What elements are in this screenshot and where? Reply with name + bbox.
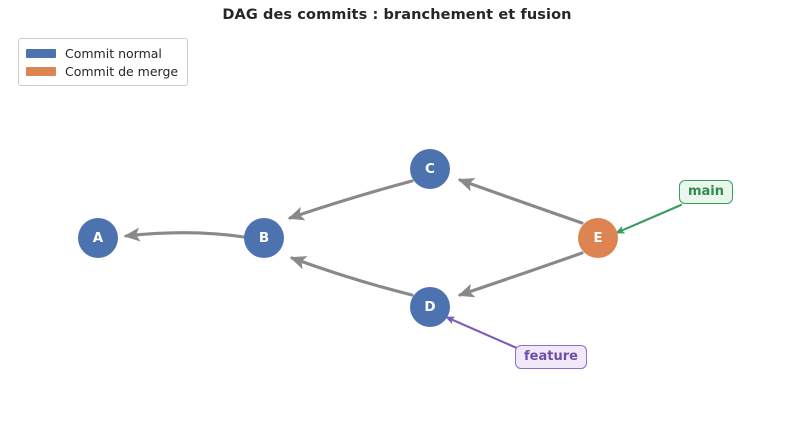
legend-swatch-commit-normal	[26, 48, 56, 58]
legend-swatch-commit-merge	[26, 66, 56, 76]
legend-item-commit-normal: Commit normal	[26, 44, 178, 62]
branch-pointer-main	[614, 203, 683, 235]
commit-node-c-label: C	[425, 161, 435, 177]
commit-node-a[interactable]: A	[78, 218, 118, 258]
edge-b-to-a	[123, 227, 246, 242]
page-title: DAG des commits : branchement et fusion	[222, 7, 572, 23]
branch-label-feature-text: feature	[524, 349, 578, 364]
commit-node-b-label: B	[258, 230, 270, 246]
commit-node-a-label: A	[92, 230, 104, 246]
edge-e-to-d	[457, 251, 584, 298]
edge-d-to-b	[289, 256, 414, 297]
edge-c-to-b	[287, 179, 414, 221]
legend-item-commit-merge: Commit de merge	[26, 62, 178, 80]
legend: Commit normal Commit de merge	[18, 38, 189, 86]
branch-label-feature[interactable]: feature	[515, 345, 587, 369]
legend-label-commit-normal: Commit normal	[65, 45, 162, 61]
commit-node-d-label: D	[424, 299, 436, 315]
commit-node-b[interactable]: B	[244, 218, 284, 258]
legend-label-commit-merge: Commit de merge	[65, 63, 179, 79]
edge-e-to-c	[457, 177, 584, 225]
commit-node-e-label: E	[593, 230, 603, 246]
branch-label-main-text: main	[687, 184, 725, 199]
commit-node-d[interactable]: D	[410, 287, 450, 327]
commit-node-e[interactable]: E	[578, 218, 618, 258]
commit-node-c[interactable]: C	[410, 149, 450, 189]
branch-pointer-feature	[444, 315, 521, 351]
branch-label-main[interactable]: main	[678, 180, 734, 204]
